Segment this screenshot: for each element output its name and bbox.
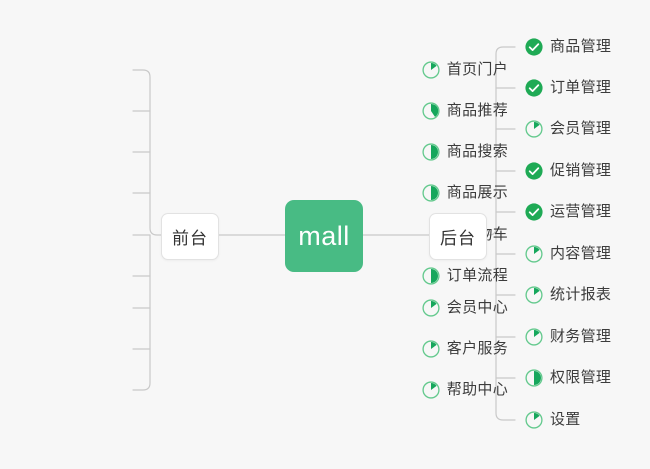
list-item-label: 帮助中心: [446, 381, 508, 398]
list-item[interactable]: 商品展示: [421, 180, 508, 206]
root-node-label: mall: [298, 220, 350, 251]
list-item-label: 首页门户: [446, 61, 508, 78]
list-item[interactable]: 财务管理: [524, 324, 611, 350]
list-item[interactable]: 客户服务: [421, 336, 508, 362]
pie-progress-icon: [524, 119, 544, 139]
list-item-label: 运营管理: [550, 203, 612, 220]
branch-node-front[interactable]: 前台: [161, 213, 219, 260]
list-item[interactable]: 内容管理: [524, 241, 611, 267]
list-item[interactable]: 商品推荐: [421, 98, 508, 124]
check-circle-icon: [524, 78, 544, 98]
list-item-label: 商品推荐: [446, 102, 508, 119]
pie-progress-icon: [421, 380, 441, 400]
list-item-label: 财务管理: [550, 328, 612, 345]
list-item[interactable]: 会员管理: [524, 116, 611, 142]
list-item-label: 会员中心: [446, 299, 508, 316]
check-circle-icon: [524, 202, 544, 222]
list-item-label: 订单管理: [550, 79, 612, 96]
list-item-label: 订单流程: [446, 267, 508, 284]
list-item[interactable]: 商品管理: [524, 34, 611, 60]
list-item-label: 商品搜索: [446, 143, 508, 160]
pie-progress-icon: [524, 410, 544, 430]
list-item-label: 会员管理: [550, 120, 612, 137]
list-item[interactable]: 订单流程: [421, 263, 508, 289]
list-item[interactable]: 权限管理: [524, 365, 611, 391]
list-item[interactable]: 帮助中心: [421, 377, 508, 403]
list-item-label: 商品管理: [550, 38, 612, 55]
list-item-label: 设置: [550, 411, 581, 428]
pie-progress-icon: [421, 298, 441, 318]
list-item[interactable]: 订单管理: [524, 75, 611, 101]
pie-progress-icon: [421, 101, 441, 121]
list-item[interactable]: 统计报表: [524, 282, 611, 308]
branch-node-front-label: 前台: [172, 229, 208, 248]
pie-progress-icon: [421, 339, 441, 359]
pie-progress-icon: [524, 368, 544, 388]
list-item-label: 商品展示: [446, 184, 508, 201]
list-item[interactable]: 设置: [524, 407, 581, 433]
branch-node-back[interactable]: 后台: [429, 213, 487, 260]
list-item[interactable]: 商品搜索: [421, 139, 508, 165]
branch-node-back-label: 后台: [440, 229, 476, 248]
pie-progress-icon: [421, 60, 441, 80]
check-circle-icon: [524, 37, 544, 57]
list-item-label: 统计报表: [550, 286, 612, 303]
pie-progress-icon: [421, 266, 441, 286]
pie-progress-icon: [524, 244, 544, 264]
list-item[interactable]: 促销管理: [524, 158, 611, 184]
list-item-label: 客户服务: [446, 340, 508, 357]
list-item[interactable]: 运营管理: [524, 199, 611, 225]
list-item[interactable]: 首页门户: [421, 57, 508, 83]
check-circle-icon: [524, 161, 544, 181]
pie-progress-icon: [421, 142, 441, 162]
pie-progress-icon: [524, 327, 544, 347]
pie-progress-icon: [421, 183, 441, 203]
list-item-label: 内容管理: [550, 245, 612, 262]
list-item-label: 促销管理: [550, 162, 612, 179]
pie-progress-icon: [524, 285, 544, 305]
list-item[interactable]: 会员中心: [421, 295, 508, 321]
list-item-label: 权限管理: [550, 369, 612, 386]
root-node-mall[interactable]: mall: [285, 200, 363, 272]
